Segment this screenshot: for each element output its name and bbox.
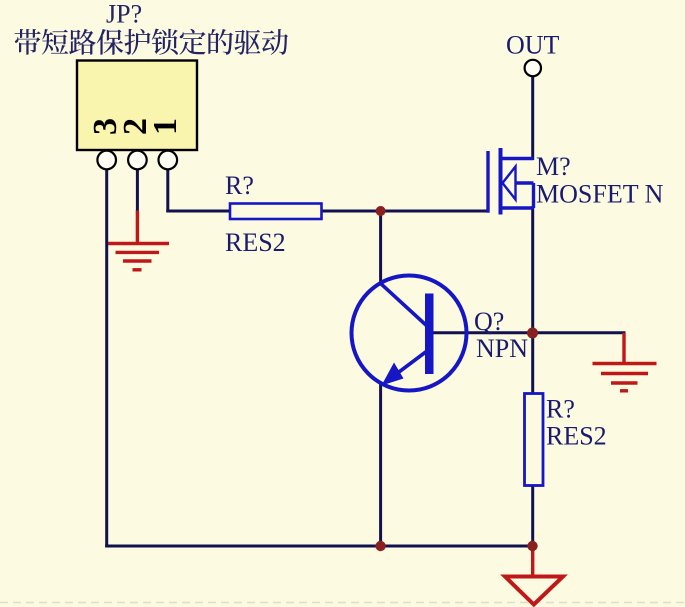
svg-text:R?: R? [225,171,254,200]
svg-text:JP?: JP? [106,0,142,29]
svg-text:1: 1 [147,118,184,135]
svg-text:OUT: OUT [506,31,560,60]
svg-text:3: 3 [87,118,124,135]
svg-text:M?: M? [536,152,571,181]
svg-text:NPN: NPN [476,334,528,363]
svg-text:RES2: RES2 [225,228,286,257]
svg-text:Q?: Q? [474,307,504,336]
svg-text:R?: R? [546,395,575,424]
svg-text:RES2: RES2 [546,422,607,451]
svg-text:2: 2 [117,118,154,135]
svg-text:MOSFET N: MOSFET N [536,180,664,209]
